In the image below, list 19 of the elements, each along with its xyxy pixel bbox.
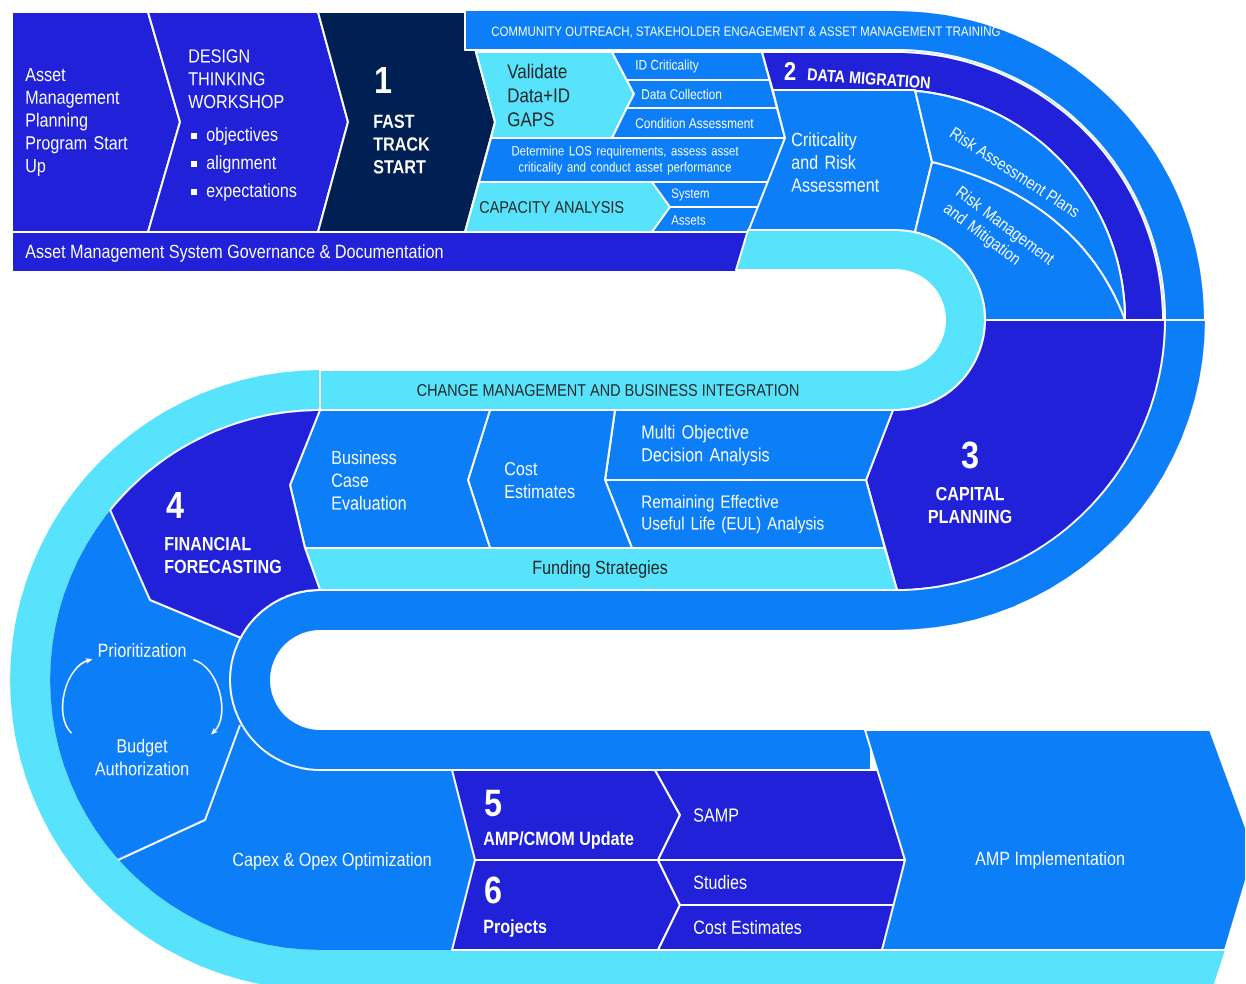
task-row: Condition Assessment: [611, 107, 786, 139]
process-box: AMP Implementation: [864, 729, 1246, 951]
step-label: Prioritization: [98, 643, 186, 657]
process-box: Cost Estimates: [467, 409, 633, 549]
workshop-box: DESIGN THINKING WORKSHOP objectives alignment expectations: [147, 11, 349, 233]
step-segment: 3 CAPITAL PLANNING: [865, 319, 1166, 591]
task-row: Cost Estimates: [657, 904, 896, 951]
step-label: Capex & Opex Optimization: [233, 852, 431, 870]
process-box: CAPACITY ANALYSIS: [464, 181, 671, 233]
funding-bar: Funding Strategies: [304, 547, 898, 591]
task-row: Remaining Effective Useful Life (EUL) Analysis: [604, 479, 886, 549]
step-segment: 4 FINANCIAL FORECASTING: [109, 409, 321, 639]
cycle-arrow: [192, 659, 223, 735]
governance-bar: Asset Management System Governance & Documentation: [11, 231, 749, 273]
task-row: Multi Objective Decision Analysis: [604, 409, 894, 481]
process-box: Validate Data+ID GAPS: [475, 51, 635, 139]
task-row: ID Criticality: [611, 51, 771, 81]
task-row: Data Collection: [625, 79, 778, 109]
step-label: Budget Authorization: [94, 738, 189, 776]
